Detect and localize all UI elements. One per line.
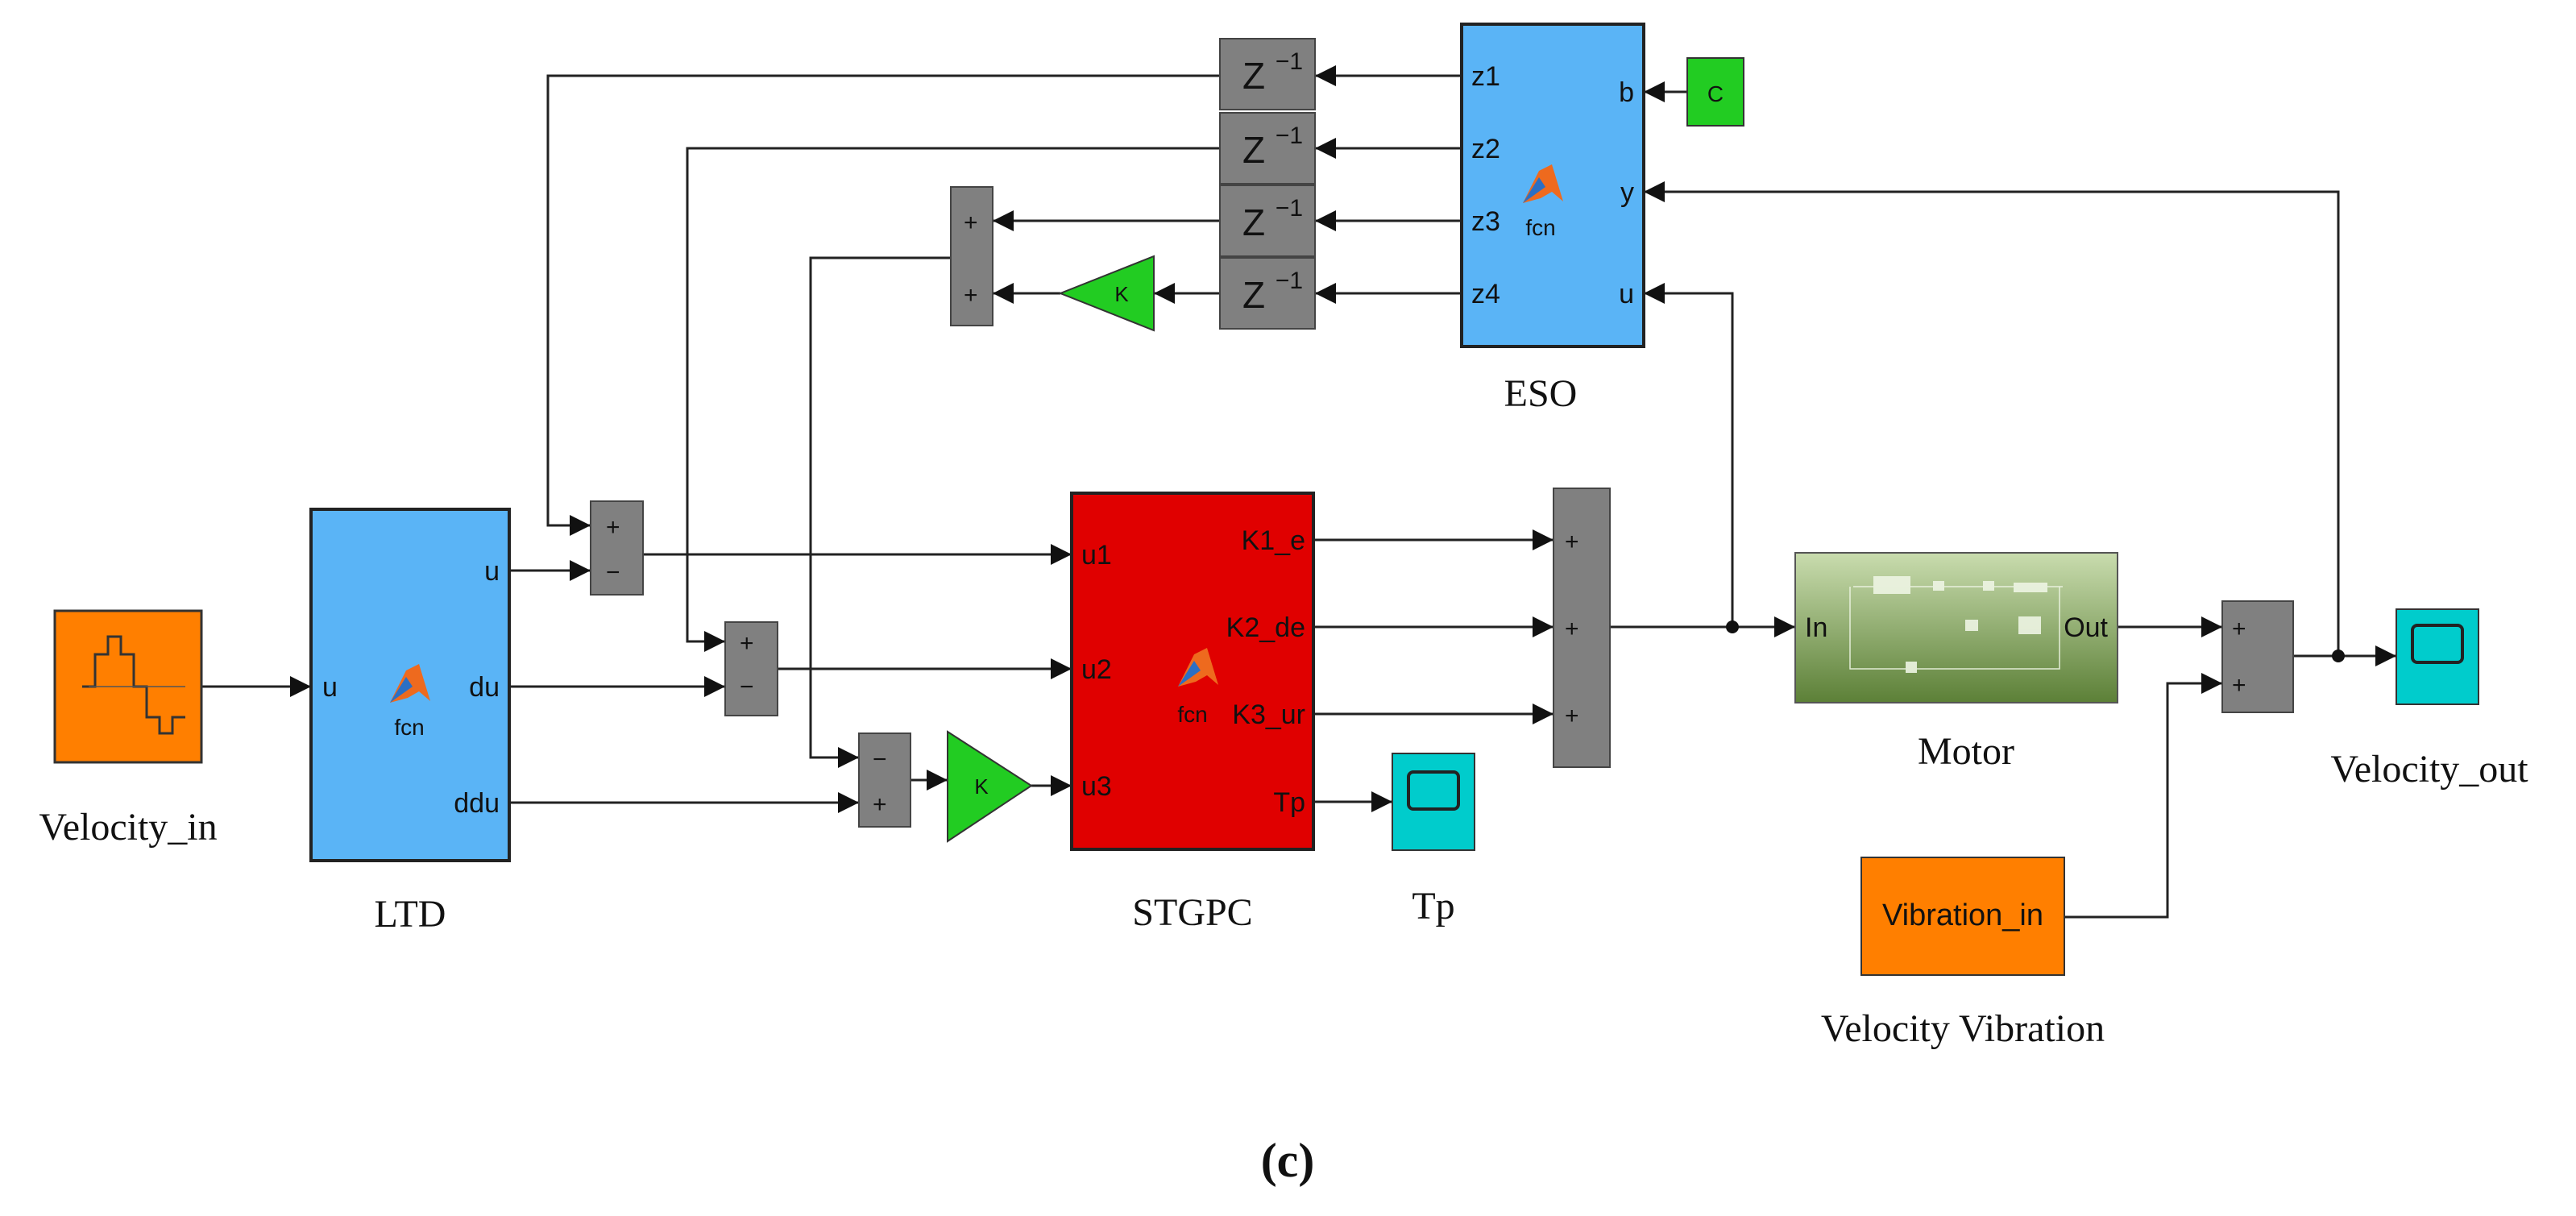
eso-block[interactable]: z1 z2 z3 z4 b y u fcn: [1460, 23, 1645, 348]
delay1-z-text: Z: [1242, 55, 1265, 97]
sum-block-1[interactable]: + −: [590, 500, 644, 596]
velocity-vibration-label: Velocity Vibration: [1821, 1007, 2105, 1050]
sum1-minus-sign: −: [606, 559, 620, 586]
unit-delay-3[interactable]: Z −1: [1219, 185, 1316, 257]
vibration-in-block[interactable]: Vibration_in: [1860, 857, 2065, 976]
matlab-logo-icon: [1523, 164, 1563, 203]
ltd-out-port-du: du: [469, 672, 500, 703]
eso-in-port-y: y: [1620, 177, 1634, 208]
ltd-fcn-text: fcn: [394, 715, 424, 740]
sum3-plus-sign: +: [873, 791, 887, 818]
vibration-in-text: Vibration_in: [1882, 899, 2043, 932]
sum-block-4[interactable]: + +: [950, 186, 993, 326]
sum6-plus-2: +: [2232, 672, 2246, 699]
eso-fcn-text: fcn: [1525, 215, 1555, 240]
stgpc-in-port-u2: u2: [1081, 654, 1112, 685]
velocity-out-label: Velocity_out: [2330, 748, 2528, 791]
sum3-minus-sign: −: [873, 746, 887, 773]
scope-screen-icon: [2411, 624, 2464, 664]
delay4-exp-text: −1: [1276, 268, 1303, 294]
velocity-out-scope-block[interactable]: [2396, 608, 2479, 705]
sum2-plus-sign: +: [740, 630, 754, 657]
gain2-k-text: K: [974, 774, 989, 799]
stgpc-in-port-u3: u3: [1081, 771, 1112, 802]
motor-in-port: In: [1805, 612, 1827, 643]
wire-delay1-to-sum1: [546, 74, 1220, 536]
eso-in-port-b: b: [1619, 77, 1634, 108]
gain-block-2[interactable]: K: [947, 730, 1033, 843]
sum-block-6[interactable]: + +: [2221, 600, 2294, 713]
motor-label: Motor: [1918, 730, 2014, 773]
gain1-k-text: K: [1114, 282, 1129, 306]
eso-out-port-z1: z1: [1471, 61, 1500, 92]
eso-out-port-z4: z4: [1471, 279, 1500, 309]
scope-screen-icon: [1407, 770, 1460, 811]
matlab-logo-icon: [390, 664, 430, 703]
eso-out-port-z3: z3: [1471, 206, 1500, 237]
wire-delay2-to-sum2: [686, 147, 1220, 652]
ltd-label: LTD: [375, 893, 446, 936]
ltd-out-port-ddu: ddu: [454, 788, 500, 819]
wire-vibration-to-sum6: [2064, 673, 2222, 919]
stgpc-in-port-u1: u1: [1081, 540, 1112, 571]
delay3-exp-text: −1: [1276, 195, 1303, 222]
wire-output-to-eso-y: [1644, 181, 2340, 656]
ltd-in-port-u: u: [322, 672, 338, 703]
eso-out-port-z2: z2: [1471, 134, 1500, 164]
eso-label: ESO: [1504, 372, 1578, 415]
tp-label: Tp: [1412, 885, 1454, 928]
delay4-z-text: Z: [1242, 274, 1265, 316]
delay3-z-text: Z: [1242, 201, 1265, 243]
stgpc-out-port-k1e: K1_e: [1242, 525, 1305, 556]
sum4-plus-sign-bottom: +: [964, 282, 978, 309]
wire-sum4-to-sum3: [809, 256, 951, 768]
unit-delay-4[interactable]: Z −1: [1219, 257, 1316, 330]
sum5-plus-3: +: [1565, 703, 1579, 729]
signal-lines: [201, 65, 2396, 919]
eso-in-port-u: u: [1619, 279, 1634, 309]
ltd-block[interactable]: u u du ddu fcn: [309, 508, 511, 862]
ltd-out-port-u: u: [484, 556, 500, 587]
stgpc-fcn-text: fcn: [1177, 702, 1207, 727]
sum5-plus-1: +: [1565, 529, 1579, 555]
delay2-exp-text: −1: [1276, 122, 1303, 149]
figure-caption: (c): [1261, 1134, 1315, 1187]
motor-block[interactable]: In Out: [1794, 552, 2118, 703]
motor-out-port: Out: [2064, 612, 2108, 643]
sum5-plus-2: +: [1565, 616, 1579, 642]
stgpc-block[interactable]: u1 u2 u3 K1_e K2_de K3_ur Tp fcn: [1070, 492, 1315, 851]
sum4-plus-sign-top: +: [964, 210, 978, 236]
tp-scope-block[interactable]: [1392, 753, 1475, 851]
sum-block-3[interactable]: − +: [858, 733, 911, 828]
stgpc-out-port-k2de: K2_de: [1226, 612, 1305, 643]
matlab-logo-icon: [1178, 648, 1218, 687]
unit-delay-2[interactable]: Z −1: [1219, 112, 1316, 185]
constant-c-text: C: [1707, 81, 1724, 106]
sum-block-2[interactable]: + −: [724, 621, 778, 716]
subsystem-preview-icon: [1849, 576, 2063, 673]
unit-delay-1[interactable]: Z −1: [1219, 38, 1316, 110]
sum2-minus-sign: −: [740, 674, 754, 700]
delay2-z-text: Z: [1242, 129, 1265, 171]
stgpc-label: STGPC: [1132, 891, 1252, 934]
velocity-in-label: Velocity_in: [39, 806, 217, 849]
junction-dot: [1726, 620, 1739, 633]
gain-block-1[interactable]: K: [1058, 255, 1155, 332]
sum6-plus-1: +: [2232, 616, 2246, 642]
sum-block-5[interactable]: + + +: [1553, 488, 1611, 768]
stgpc-out-port-k3ur: K3_ur: [1232, 699, 1305, 730]
stgpc-out-port-tp: Tp: [1273, 787, 1305, 818]
wire-control-to-eso-u: [1644, 283, 1734, 627]
junction-dot: [2332, 650, 2345, 662]
sum1-plus-sign: +: [606, 514, 620, 541]
constant-block[interactable]: C: [1686, 57, 1744, 127]
delay1-exp-text: −1: [1276, 48, 1303, 75]
velocity-in-block[interactable]: [53, 609, 203, 764]
